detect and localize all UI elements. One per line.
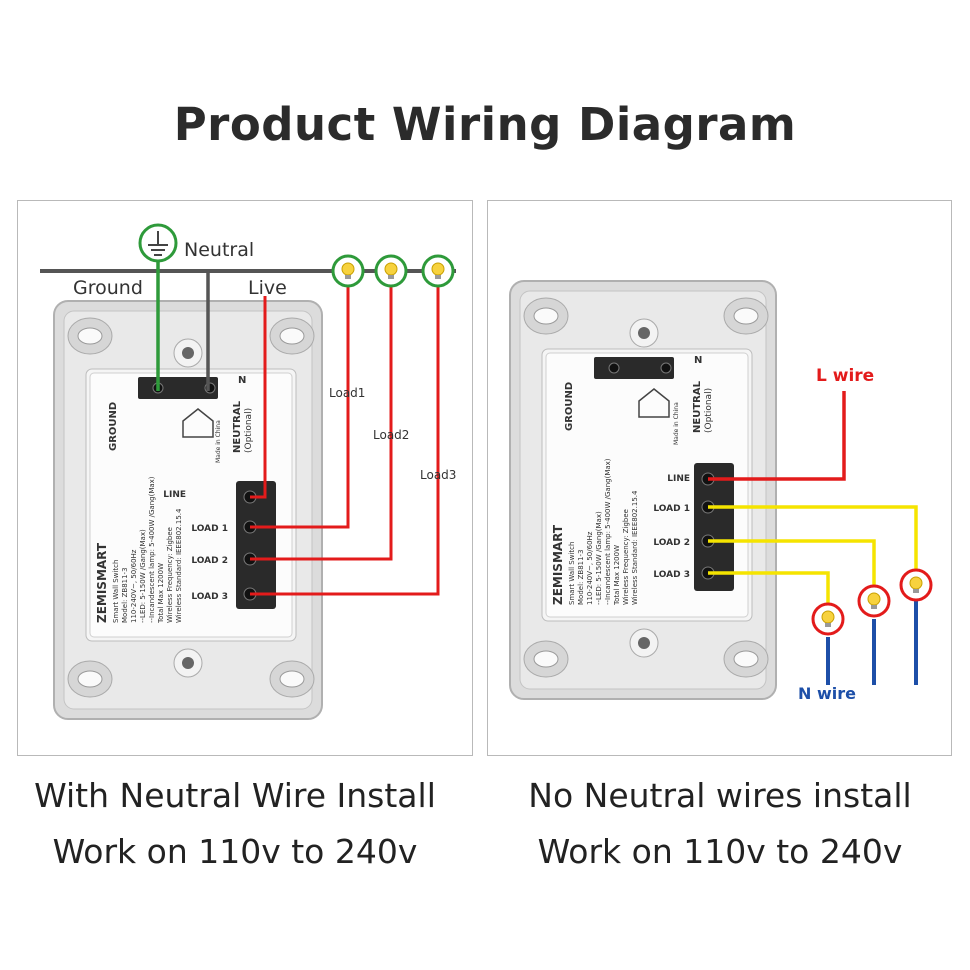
device-spec2: --LED: 5-150W /Gang(Max): [595, 511, 603, 605]
device-brand: ZEMISMART: [95, 542, 109, 623]
house-icon: [182, 408, 214, 438]
terminal-load2-label: LOAD 2: [191, 556, 228, 566]
switch-backplate: [53, 300, 323, 720]
neutral-optional-label: (Optional): [704, 388, 714, 433]
left-caption-line1: With Neutral Wire Install: [34, 776, 436, 815]
switch-backplate: [509, 280, 777, 700]
load2-wire: [708, 539, 876, 587]
bulb-icon: [857, 584, 891, 618]
device-spec5: Wireless Frequency: Zigbee: [622, 509, 630, 605]
live-label: Live: [248, 277, 287, 299]
bulb-icon: [899, 568, 933, 602]
device-product: Smart Wall Switch: [112, 560, 120, 623]
device-brand: ZEMISMART: [551, 524, 565, 605]
wiring-diagram-no-neutral: LINE LOAD 1 LOAD 2 LOAD 3 ZEMISMART Smar…: [509, 280, 933, 703]
device-spec1: 110-240V~, 50/60Hz: [130, 549, 138, 623]
terminal-load2-label: LOAD 2: [653, 538, 690, 548]
load2-wire: [250, 283, 393, 561]
load1-wire: [250, 283, 350, 529]
device-spec1: 110-240V~, 50/60Hz: [586, 531, 594, 605]
bulb-icon: [421, 254, 455, 288]
load3-wire: [250, 283, 440, 596]
load1-label: Load1: [329, 386, 365, 400]
house-icon: [638, 388, 670, 418]
neutral-terminal-label: NEUTRAL: [692, 380, 703, 433]
device-spec3: --Incandescent lamp: 5-400W /Gang(Max): [604, 458, 612, 605]
ground-symbol-icon: [138, 223, 178, 263]
terminal-load1-label: LOAD 1: [191, 524, 228, 534]
device-label-area: LINE LOAD 1 LOAD 2 LOAD 3 ZEMISMART Smar…: [551, 355, 714, 606]
neutral-terminal-label: NEUTRAL: [232, 400, 243, 453]
page-title: Product Wiring Diagram: [173, 98, 797, 151]
panel-no-neutral: LINE LOAD 1 LOAD 2 LOAD 3 ZEMISMART Smar…: [487, 200, 952, 756]
terminal-load3-label: LOAD 3: [191, 592, 228, 602]
device-model: Model: ZB811-3: [577, 549, 585, 605]
device-spec4: Total Max 1200W: [613, 545, 621, 606]
bulb-icon: [374, 254, 408, 288]
live-wire: [250, 296, 267, 499]
load3-label: Load3: [420, 468, 456, 482]
panel-with-neutral: LINE LOAD 1 LOAD 2 LOAD 3 ZEMISMART Smar…: [17, 200, 473, 756]
n-mark-label: N: [238, 375, 246, 386]
load1-wire: [708, 505, 918, 573]
device-model: Model: ZB811-3: [121, 567, 129, 623]
terminal-line-label: LINE: [667, 474, 690, 484]
device-spec6: Wireless Standard: IEEE802.15.4: [175, 508, 183, 623]
device-spec5: Wireless Frequency: Zigbee: [166, 527, 174, 623]
load2-label: Load2: [373, 428, 409, 442]
device-spec2: --LED: 5-150W /Gang(Max): [139, 529, 147, 623]
right-caption-line2: Work on 110v to 240v: [537, 832, 903, 871]
bulb-icon: [331, 254, 365, 288]
l-wire: [708, 391, 846, 481]
device-label-area: LINE LOAD 1 LOAD 2 LOAD 3 ZEMISMART Smar…: [95, 375, 254, 624]
load3-wire: [708, 571, 830, 605]
n-mark-label: N: [694, 355, 702, 366]
n-wire-label: N wire: [798, 684, 856, 703]
right-caption-line1: No Neutral wires install: [528, 776, 912, 815]
wiring-diagram-with-neutral: LINE LOAD 1 LOAD 2 LOAD 3 ZEMISMART Smar…: [40, 223, 456, 720]
neutral-optional-label: (Optional): [244, 408, 254, 453]
bulb-icon: [811, 602, 845, 636]
device-spec3: --Incandescent lamp: 5-400W /Gang(Max): [148, 476, 156, 623]
wires: [708, 391, 918, 685]
terminal-load3-label: LOAD 3: [653, 570, 690, 580]
device-spec4: Total Max 1200W: [157, 563, 165, 624]
ground-label: Ground: [73, 277, 143, 299]
made-in-label: Made in China: [673, 402, 680, 445]
l-wire-label: L wire: [816, 366, 874, 386]
ground-terminal-label: GROUND: [564, 382, 575, 431]
neutral-label: Neutral: [184, 239, 254, 261]
wires: [40, 257, 456, 596]
terminal-load1-label: LOAD 1: [653, 504, 690, 514]
device-spec6: Wireless Standard: IEEE802.15.4: [631, 490, 639, 605]
ground-terminal-label: GROUND: [108, 402, 119, 451]
left-caption-line2: Work on 110v to 240v: [52, 832, 418, 871]
terminal-line-label: LINE: [163, 490, 186, 500]
device-product: Smart Wall Switch: [568, 542, 576, 605]
made-in-label: Made in China: [215, 420, 222, 463]
